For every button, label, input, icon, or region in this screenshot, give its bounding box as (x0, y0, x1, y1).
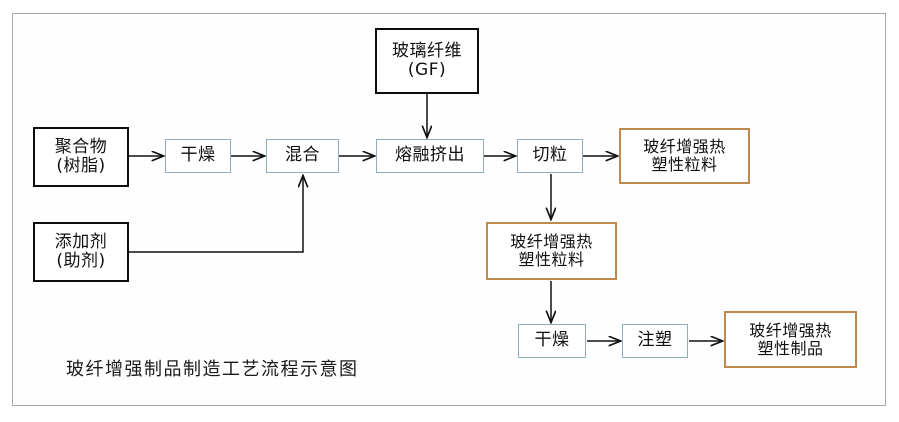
node-pellet-product-right[interactable]: 玻纤增强热 塑性粒料 (619, 128, 750, 184)
node-additive-line2: (助剂) (56, 251, 106, 271)
node-polymer[interactable]: 聚合物 (树脂) (33, 127, 129, 187)
node-pellet-product-right-line1: 玻纤增强热 (643, 137, 726, 157)
node-final-product-line1: 玻纤增强热 (749, 320, 832, 340)
node-injection-molding-label: 注塑 (637, 330, 673, 351)
node-pellet-product-right-line2: 塑性粒料 (651, 155, 718, 174)
node-pellet-product-mid-line2: 塑性粒料 (518, 250, 585, 269)
node-glass-fiber-line1: 玻璃纤维 (392, 40, 462, 61)
node-drying-1-label: 干燥 (180, 145, 216, 166)
diagram-caption: 玻纤增强制品制造工艺流程示意图 (66, 359, 359, 380)
node-drying-2-label: 干燥 (534, 330, 570, 351)
node-melt-extrusion[interactable]: 熔融挤出 (376, 139, 484, 173)
node-mixing[interactable]: 混合 (266, 139, 339, 173)
node-mixing-label: 混合 (285, 145, 320, 166)
node-melt-extrusion-label: 熔融挤出 (395, 145, 465, 166)
node-pellet-product-mid-line1: 玻纤增强热 (510, 232, 593, 252)
node-pelletizing[interactable]: 切粒 (517, 139, 583, 173)
node-injection-molding[interactable]: 注塑 (622, 324, 688, 358)
node-glass-fiber-line2: (GF) (407, 60, 447, 80)
node-additive-line1: 添加剂 (54, 231, 108, 252)
node-drying-2[interactable]: 干燥 (518, 324, 586, 358)
node-glass-fiber[interactable]: 玻璃纤维 (GF) (375, 28, 479, 94)
node-pellet-product-mid[interactable]: 玻纤增强热 塑性粒料 (486, 222, 617, 280)
node-drying-1[interactable]: 干燥 (165, 139, 231, 173)
node-additive[interactable]: 添加剂 (助剂) (33, 222, 129, 282)
node-polymer-line1: 聚合物 (54, 136, 108, 157)
node-pelletizing-label: 切粒 (532, 145, 568, 166)
node-polymer-line2: (树脂) (56, 156, 106, 176)
node-final-product-line2: 塑性制品 (757, 338, 824, 358)
node-final-product[interactable]: 玻纤增强热 塑性制品 (724, 311, 857, 368)
